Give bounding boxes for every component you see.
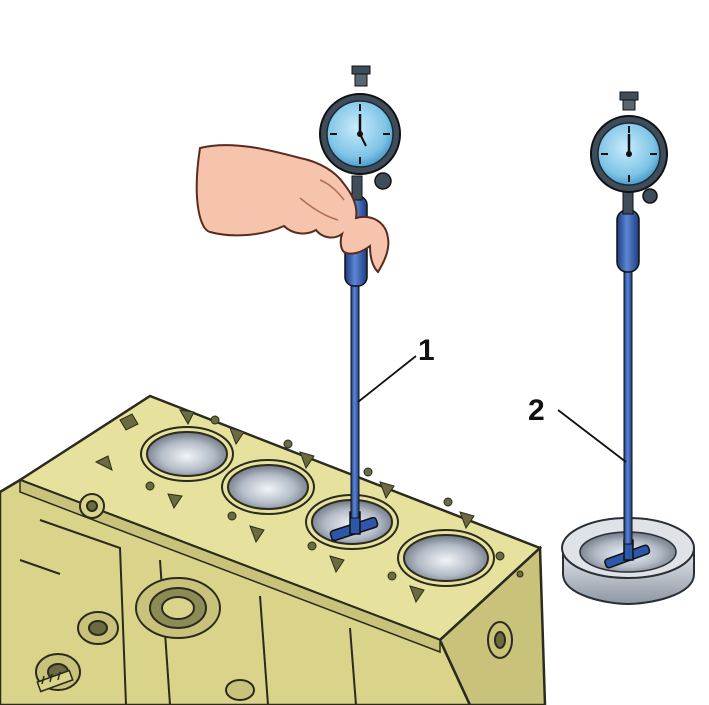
callout-2: 2 [528, 394, 627, 463]
gauge-2-dial [590, 91, 668, 193]
bore-gauge-1 [195, 65, 401, 542]
leader-line-2 [557, 409, 627, 463]
gauge-1-rod [350, 269, 360, 519]
gauge-2-knob [642, 188, 658, 204]
bore-gauge-2 [590, 91, 668, 569]
gauge-1-dial [319, 65, 401, 175]
callout-1: 1 [357, 334, 435, 403]
cylinder-bore-2 [221, 459, 315, 515]
block-stud [36, 669, 74, 693]
gauge-2-handle [616, 209, 640, 273]
leader-line-1 [357, 355, 417, 403]
callout-label-1: 1 [418, 334, 435, 367]
gauge-2-rod [623, 261, 633, 545]
cylinder-bore-1 [140, 426, 234, 482]
cylinder-bore-4 [397, 529, 495, 587]
block-bosses [35, 493, 513, 701]
engine-block [0, 394, 547, 705]
coolant-passages [94, 409, 524, 604]
callout-label-2: 2 [528, 394, 545, 427]
gauge-1-knob [374, 172, 392, 190]
hand [195, 144, 390, 274]
gauge-2-probe-head [604, 539, 651, 569]
